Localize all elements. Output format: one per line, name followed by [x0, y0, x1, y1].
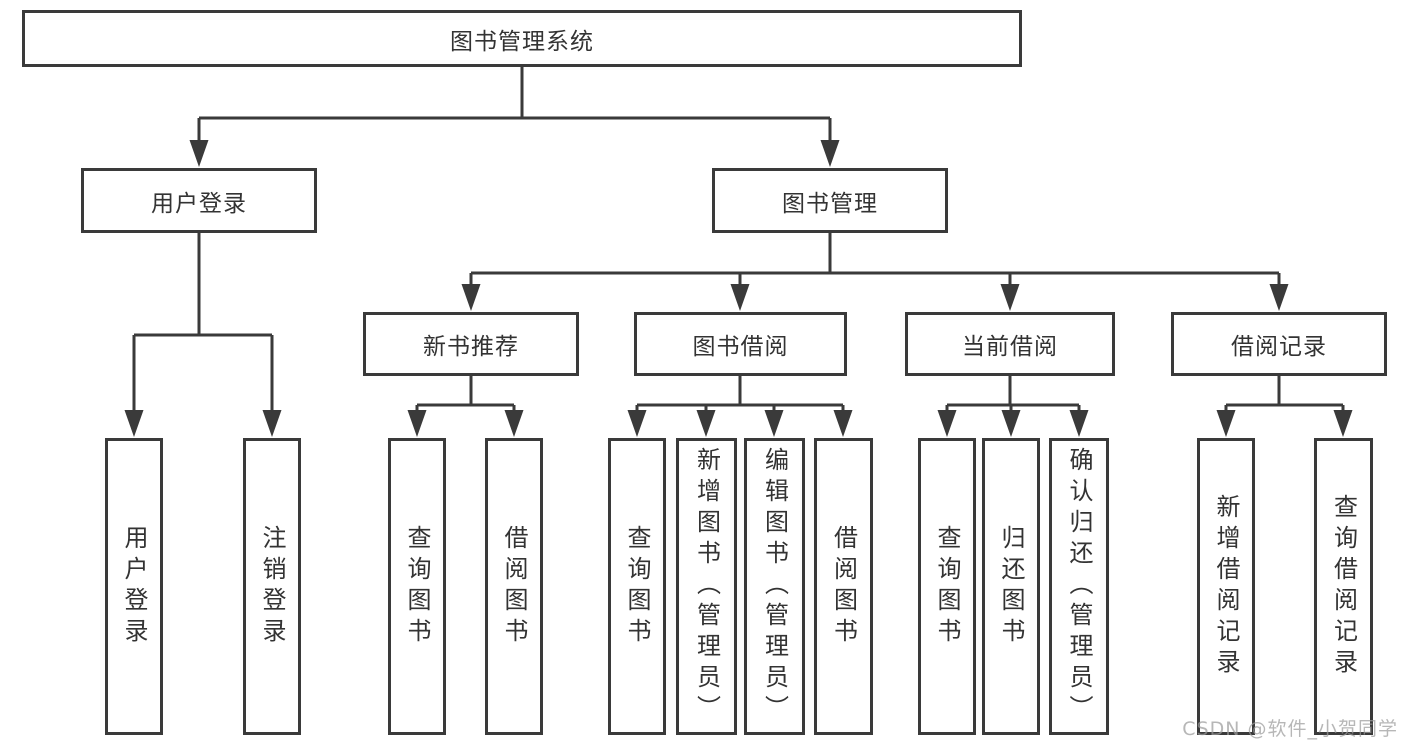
- csdn-watermark: CSDN @软件_小贺同学: [1182, 718, 1398, 740]
- node-book-management-label: 图书管理: [782, 190, 878, 217]
- leaf-user-login: 用户登录: [105, 438, 163, 735]
- leaf-query-books-recommend: 查询图书: [388, 438, 446, 735]
- root-node-label: 图书管理系统: [450, 28, 594, 55]
- leaf-query-books-borrow-label: 查询图书: [623, 524, 651, 649]
- leaf-confirm-return-admin: 确认归还（管理员）: [1049, 438, 1109, 735]
- node-borrow-records-label: 借阅记录: [1231, 334, 1327, 360]
- leaf-query-books-borrow: 查询图书: [608, 438, 666, 735]
- leaf-logout: 注销登录: [243, 438, 301, 735]
- leaf-edit-books-admin: 编辑图书（管理员）: [744, 438, 805, 735]
- leaf-add-borrow-record: 新增借阅记录: [1197, 438, 1255, 735]
- node-current-borrow: 当前借阅: [905, 312, 1115, 376]
- node-current-borrow-label: 当前借阅: [962, 334, 1058, 360]
- node-new-book-recommend: 新书推荐: [363, 312, 579, 376]
- leaf-query-borrow-record-label: 查询借阅记录: [1329, 493, 1358, 680]
- node-book-management: 图书管理: [712, 168, 948, 233]
- leaf-add-borrow-record-label: 新增借阅记录: [1212, 493, 1240, 680]
- leaf-add-books-admin-label: 新增图书（管理员）: [692, 447, 721, 726]
- leaf-borrow-books-recommend-label: 借阅图书: [500, 524, 528, 649]
- root-node-library-system: 图书管理系统: [22, 10, 1022, 67]
- leaf-query-books-current-label: 查询图书: [933, 524, 961, 649]
- leaf-query-books-recommend-label: 查询图书: [403, 524, 431, 649]
- leaf-return-books: 归还图书: [982, 438, 1040, 735]
- node-book-borrow-label: 图书借阅: [692, 334, 789, 360]
- leaf-confirm-return-admin-label: 确认归还（管理员）: [1065, 447, 1093, 726]
- node-new-book-recommend-label: 新书推荐: [423, 334, 519, 360]
- leaf-borrow-books-recommend: 借阅图书: [485, 438, 543, 735]
- node-borrow-records: 借阅记录: [1171, 312, 1387, 376]
- leaf-add-books-admin: 新增图书（管理员）: [676, 438, 737, 735]
- node-book-borrow: 图书借阅: [634, 312, 847, 376]
- node-user-login-label: 用户登录: [151, 190, 247, 217]
- leaf-return-books-label: 归还图书: [997, 524, 1025, 649]
- leaf-user-login-label: 用户登录: [120, 524, 148, 649]
- leaf-borrow-books: 借阅图书: [814, 438, 873, 735]
- leaf-query-books-current: 查询图书: [918, 438, 976, 735]
- leaf-query-borrow-record: 查询借阅记录: [1314, 438, 1373, 735]
- node-user-login: 用户登录: [81, 168, 317, 233]
- leaf-borrow-books-label: 借阅图书: [829, 524, 858, 649]
- leaf-edit-books-admin-label: 编辑图书（管理员）: [760, 447, 789, 726]
- leaf-logout-label: 注销登录: [258, 524, 286, 649]
